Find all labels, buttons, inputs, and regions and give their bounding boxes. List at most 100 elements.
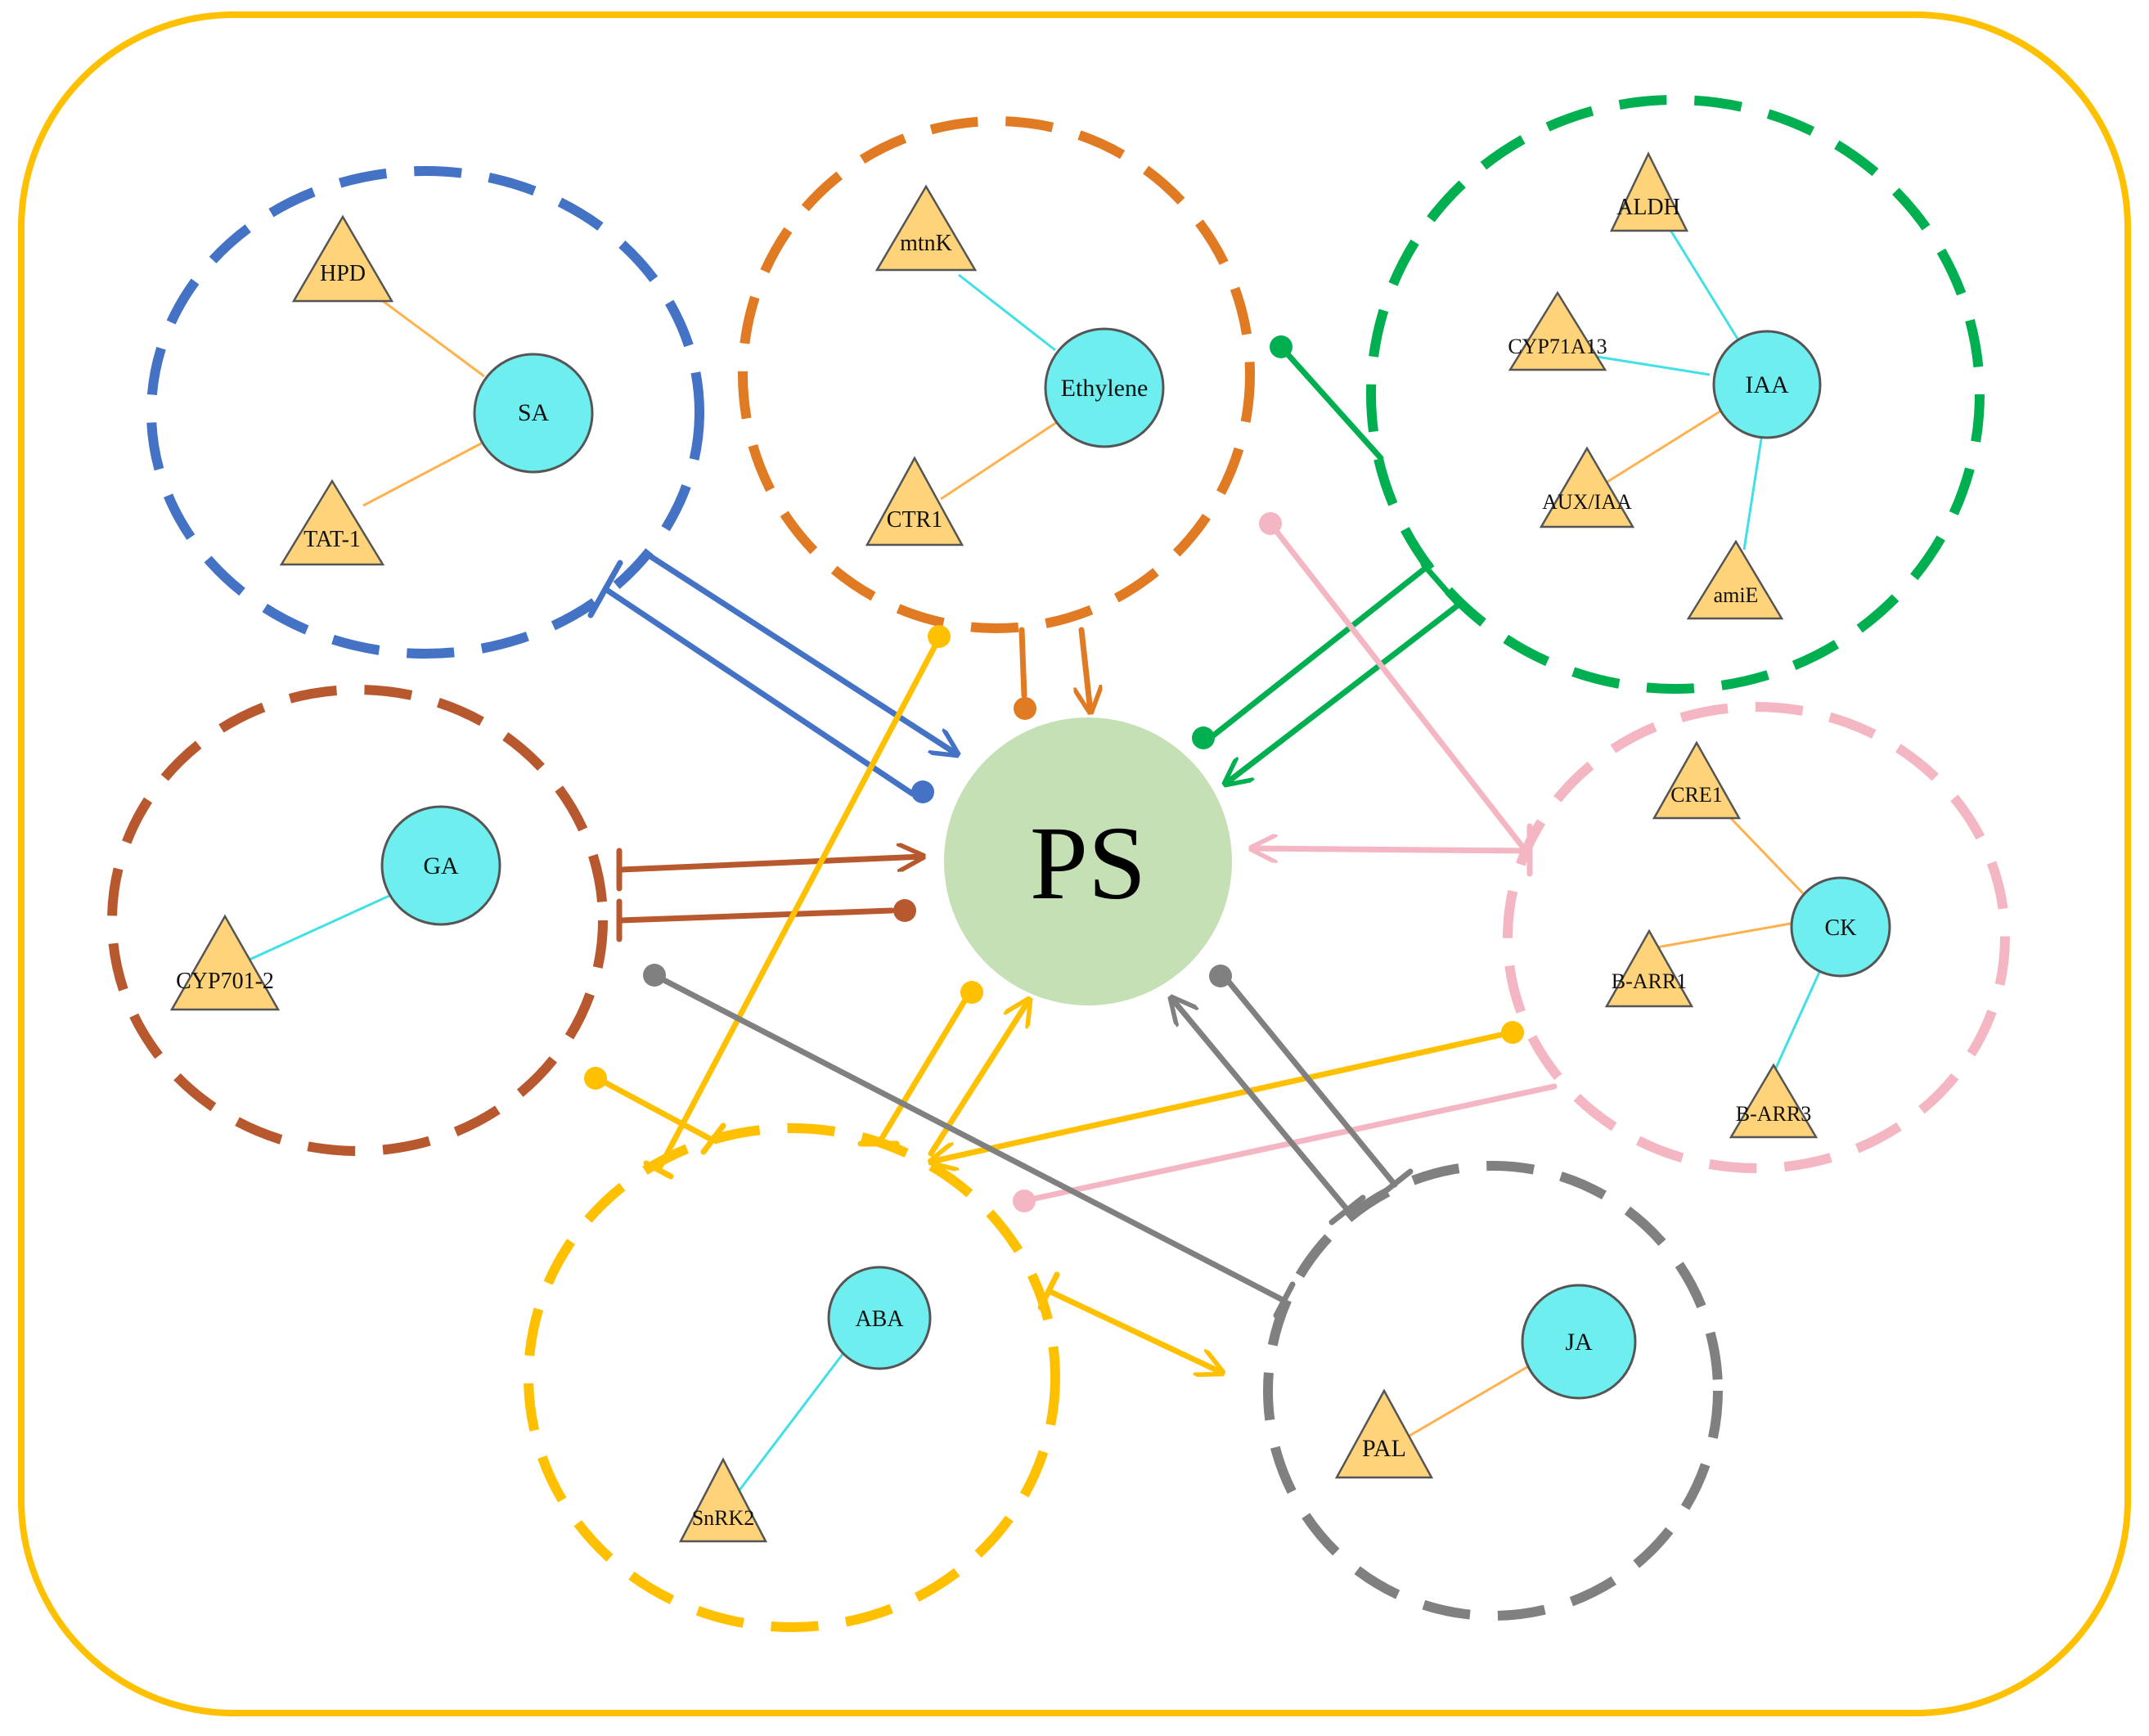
aba-module-boundary: [524, 1123, 1060, 1632]
iaa-edge-dot: [1192, 726, 1215, 749]
ethylene-activates-ps-arrow: [1081, 627, 1090, 712]
iaa-node: [1712, 330, 1822, 439]
ethylene-edge-dot: [1014, 697, 1036, 720]
regulation-edges: [584, 335, 1558, 1373]
ga-to-aba-edge: [594, 1075, 713, 1142]
pal-node: [1334, 1388, 1434, 1479]
snrk2-node: [678, 1457, 768, 1543]
ga-aba-edge-dot: [584, 1067, 607, 1090]
ctr1-ethylene-link: [940, 421, 1058, 501]
snrk2-label: SnRK2: [692, 1506, 755, 1530]
ck-activates-ps-arrow: [1252, 848, 1533, 851]
barr1-label: B-ARR1: [1612, 969, 1687, 993]
ck-aba-edge-dot: [1013, 1190, 1036, 1212]
cyp701-node: [169, 914, 281, 1011]
sa-edge-dot: [911, 780, 934, 803]
sa-label: SA: [518, 399, 550, 426]
gene-hormone-links: [240, 227, 1823, 1493]
snrk2-aba-link: [736, 1349, 847, 1493]
cyp701-ga-link: [240, 893, 392, 965]
ck-label: CK: [1825, 915, 1857, 941]
mtnk-label: mtnK: [900, 231, 952, 256]
pal-ja-link: [1393, 1363, 1532, 1446]
ja-edge-bar-2: [1329, 1194, 1366, 1226]
hpd-label: HPD: [320, 261, 366, 286]
ga-edge-dot: [893, 899, 916, 922]
barr3-ck-link: [1772, 968, 1823, 1074]
auxiaa-iaa-link: [1603, 409, 1722, 486]
ethylene-to-ps-dot-edge: [1018, 627, 1027, 699]
gene-nodes: [169, 151, 1819, 1543]
aba-ethylene-edge-dot: [928, 625, 951, 648]
barr3-label: B-ARR3: [1736, 1102, 1811, 1126]
tat1-node: [279, 479, 385, 566]
iaa-label: IAA: [1745, 371, 1789, 398]
sa-to-ps-dot-edge: [602, 586, 915, 797]
iaa-to-ck-edge: [1267, 520, 1529, 854]
ga-label: GA: [423, 852, 459, 879]
amie-node: [1686, 539, 1784, 620]
aldh-iaa-link: [1667, 227, 1739, 340]
cre1-label: CRE1: [1670, 783, 1723, 807]
ja-ps-edge-dot: [1209, 965, 1232, 987]
sa-activates-ps-arrow: [647, 553, 957, 754]
auxiaa-label: AUX/IAA: [1542, 490, 1632, 514]
ja-edge-bar-3: [1376, 1168, 1414, 1199]
ethylene-node: [1044, 327, 1165, 448]
iaa-ck-edge-dot: [1259, 512, 1282, 535]
ethylene-iaa-edge: [1278, 344, 1384, 461]
barr1-ck-link: [1647, 921, 1796, 951]
barr1-node: [1604, 929, 1694, 1008]
aba-ethylene-edge: [655, 635, 942, 1173]
ja-module-boundary: [1263, 1161, 1723, 1621]
iaa-module-boundary: [1366, 95, 1985, 694]
sa-node: [473, 353, 594, 474]
mtnk-ethylene-link: [958, 273, 1056, 352]
aba-activates-ja-arrow: [1045, 1288, 1222, 1373]
iaa-edge-bar: [1420, 561, 1461, 607]
cyp71a13-label: CYP71A13: [1508, 335, 1607, 358]
cyp701-label: CYP701-2: [176, 969, 274, 994]
auxiaa-node: [1539, 446, 1635, 528]
aba-to-ps-dot-edge: [875, 996, 969, 1147]
ga-to-ps-dot-edge: [618, 907, 895, 924]
pal-label: PAL: [1362, 1435, 1406, 1462]
hormone-labels: SA Ethylene IAA GA CK ABA JA: [423, 371, 1856, 1356]
aba-ps-edge-dot: [960, 981, 983, 1004]
cyp71a13-iaa-link: [1596, 355, 1711, 376]
aba-label: ABA: [855, 1306, 904, 1332]
barr3-node: [1729, 1063, 1819, 1139]
module-boundaries: [107, 95, 2010, 1632]
cyp71a13-node: [1508, 290, 1607, 371]
aba-activates-ps-arrow: [928, 1000, 1029, 1157]
ethylene-module-boundary: [738, 116, 1255, 633]
ps-node: [944, 717, 1232, 1005]
aldh-label: ALDH: [1616, 195, 1680, 220]
ja-edge-bar-1: [1273, 1281, 1296, 1319]
cre1-ck-link: [1721, 808, 1805, 895]
ga-to-ja-edge: [651, 972, 1288, 1304]
amie-label: amiE: [1714, 583, 1759, 607]
gene-labels: HPD TAT-1 mtnK CTR1 ALDH CYP71A13 AUX/IA…: [176, 195, 1811, 1530]
aldh-node: [1610, 151, 1689, 232]
ga-module-boundary: [107, 685, 608, 1156]
ck-node: [1790, 876, 1891, 978]
outer-frame: [18, 11, 2131, 1716]
ja-label: JA: [1565, 1329, 1593, 1356]
tat1-sa-link: [362, 440, 485, 507]
ja-to-ps-dot-edge: [1225, 978, 1398, 1188]
iaa-to-ps-dot-edge: [1209, 561, 1433, 740]
cre1-node: [1652, 740, 1742, 820]
ctr1-node: [865, 456, 964, 546]
aba-edge-bar-1: [643, 1160, 674, 1180]
ja-node: [1521, 1284, 1637, 1400]
ctr1-label: CTR1: [887, 507, 942, 533]
hpd-node: [291, 214, 394, 303]
aba-node: [827, 1266, 932, 1370]
aba-edge-bar-4: [1037, 1271, 1060, 1311]
ga-node: [380, 805, 501, 926]
aba-edge-bar-3: [700, 1122, 726, 1155]
ga-activates-ps-arrow: [618, 857, 923, 873]
ga-ja-edge-dot: [643, 964, 666, 987]
